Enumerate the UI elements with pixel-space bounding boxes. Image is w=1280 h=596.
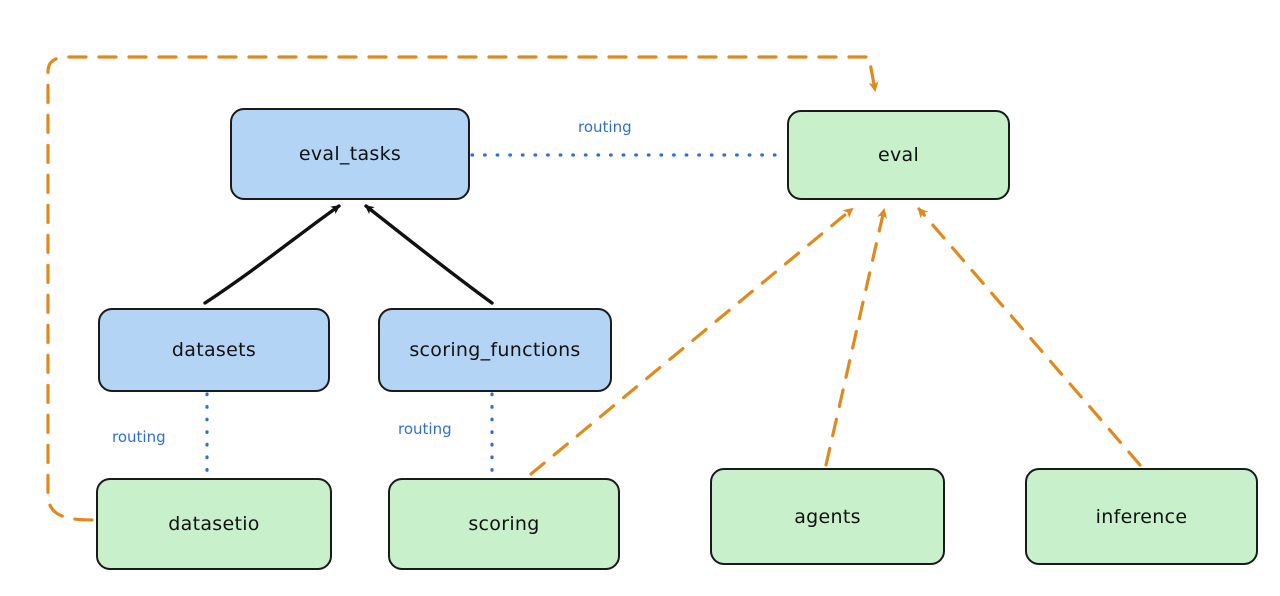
node-inference[interactable]: inference xyxy=(1025,468,1258,565)
node-datasetio[interactable]: datasetio xyxy=(96,478,332,570)
node-scoring-functions[interactable]: scoring_functions xyxy=(378,308,612,392)
edge-label-routing-eval-tasks: routing xyxy=(578,118,632,136)
node-scoring[interactable]: scoring xyxy=(388,478,620,570)
node-eval-tasks-label: eval_tasks xyxy=(298,143,402,165)
edge-datasetio-to-eval xyxy=(46,55,879,522)
node-eval-label: eval xyxy=(877,144,920,166)
node-datasets-label: datasets xyxy=(171,339,257,361)
edge-datasets-to-eval-tasks xyxy=(203,204,341,305)
node-scoring-label: scoring xyxy=(468,513,540,535)
node-agents-label: agents xyxy=(794,505,861,528)
edge-scoring-to-eval xyxy=(529,207,854,476)
edge-label-routing-datasets: routing xyxy=(112,428,166,446)
node-datasets[interactable]: datasets xyxy=(98,308,330,392)
node-datasetio-label: datasetio xyxy=(168,513,260,535)
node-eval[interactable]: eval xyxy=(787,110,1010,200)
node-eval-tasks[interactable]: eval_tasks xyxy=(230,108,470,200)
edge-agents-to-eval xyxy=(824,208,888,467)
edge-inference-to-eval xyxy=(917,207,1142,467)
edge-scoring-functions-to-eval-tasks xyxy=(364,204,494,305)
edge-label-routing-scoring-functions: routing xyxy=(398,420,452,438)
node-agents[interactable]: agents xyxy=(710,468,945,565)
node-inference-label: inference xyxy=(1095,505,1188,528)
node-scoring-functions-label: scoring_functions xyxy=(409,339,581,361)
